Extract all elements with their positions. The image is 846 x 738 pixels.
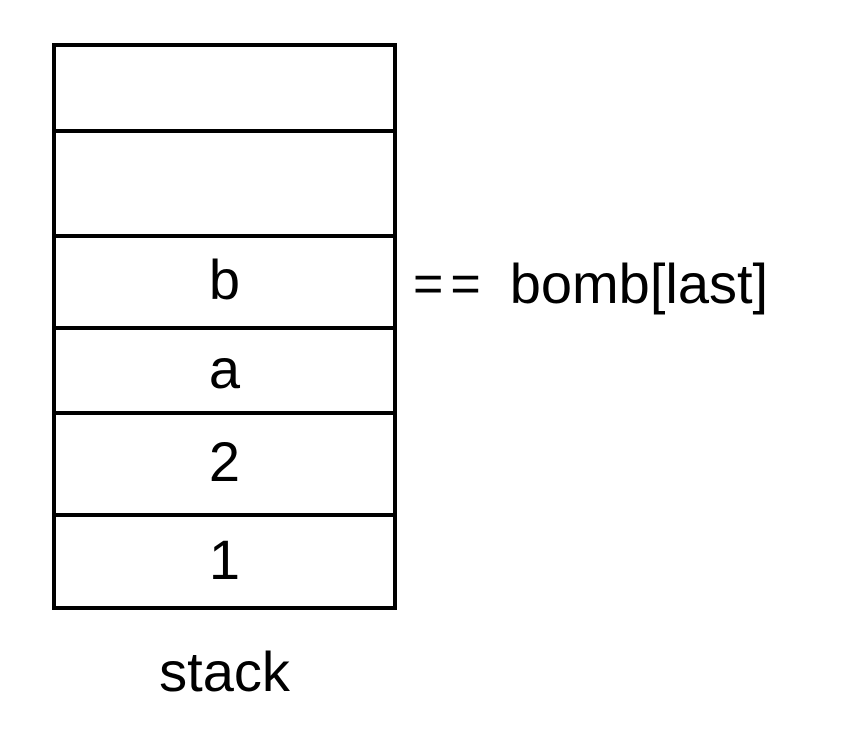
equation-annotation: == bomb[last] — [413, 238, 768, 330]
stack-cell-a: a — [56, 330, 393, 415]
stack-cell-value: a — [208, 336, 241, 400]
stack-cell-value: 1 — [208, 527, 241, 591]
stack-box: b a 2 1 — [52, 43, 397, 610]
equality-operator: == — [413, 255, 488, 313]
expression-text: bomb[last] — [509, 252, 769, 315]
stack-label: stack — [159, 640, 290, 703]
stack-cell-1: 1 — [56, 517, 393, 606]
stack-cell-empty-second — [56, 133, 393, 238]
stack-cell-empty-top — [56, 47, 393, 133]
stack-cell-value: 2 — [208, 430, 241, 493]
stack-cell-value: b — [208, 248, 241, 311]
stack-cell-b: b — [56, 238, 393, 330]
stack-cell-2: 2 — [56, 415, 393, 517]
